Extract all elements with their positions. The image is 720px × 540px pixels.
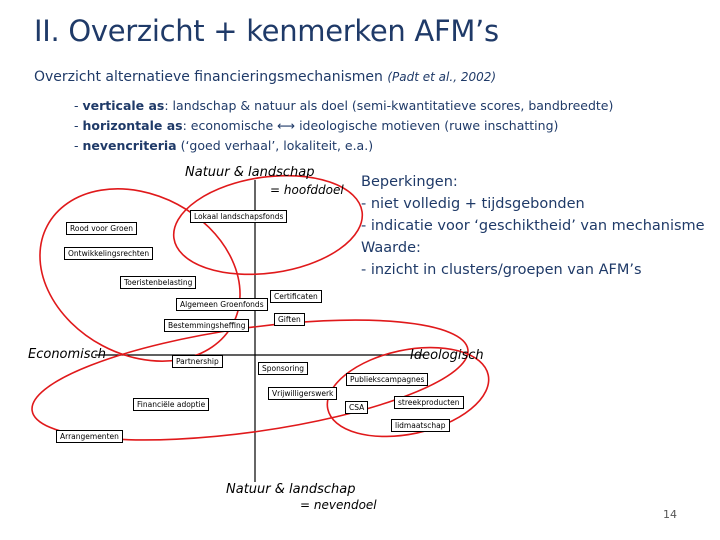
bullet-item: - horizontale as: economische ⟷ ideologi… xyxy=(74,116,613,136)
mechanism-box-toeristenbelasting: Toeristenbelasting xyxy=(120,276,197,289)
axis-bottom-label: Natuur & landschap xyxy=(226,482,356,497)
limitations-line: Waarde: xyxy=(361,240,421,256)
mechanism-box-rood-voor-groen: Rood voor Groen xyxy=(66,222,137,235)
mechanism-box-lidmaatschap: lidmaatschap xyxy=(391,419,450,432)
bullet-item: - verticale as: landschap & natuur als d… xyxy=(74,96,613,116)
citation: (Padt et al., 2002) xyxy=(387,70,497,84)
mechanism-box-algemeen-groenfonds: Algemeen Groenfonds xyxy=(176,298,268,311)
mechanism-box-ontwikkelingsrechten: Ontwikkelingsrechten xyxy=(64,247,154,260)
axis-left-label: Economisch xyxy=(28,347,106,362)
cluster-ellipse-top-right xyxy=(172,174,364,276)
mechanism-box-publiekscampagnes: Publiekscampagnes xyxy=(346,373,429,386)
mechanism-box-partnership: Partnership xyxy=(172,355,223,368)
mechanism-box-arrangementen: Arrangementen xyxy=(56,430,123,443)
axis-top-sublabel: = hoofddoel xyxy=(270,183,344,197)
bullet-text: : landschap & natuur als doel (semi-kwan… xyxy=(164,98,614,113)
mechanism-box-giften: Giften xyxy=(274,313,305,326)
limitations-block: Beperkingen: - niet volledig + tijdsgebo… xyxy=(361,171,705,281)
slide-title: II. Overzicht + kenmerken AFM’s xyxy=(34,14,499,48)
bullet-prefix: - xyxy=(74,98,83,113)
mechanism-box-lokaal-landschapsfonds: Lokaal landschapsfonds xyxy=(190,210,288,223)
bullet-item: - nevencriteria (‘goed verhaal’, lokalit… xyxy=(74,136,613,156)
mechanism-box-financiele-adoptie: Financiële adoptie xyxy=(133,398,210,411)
mechanism-box-certificaten: Certificaten xyxy=(270,290,322,303)
axis-top-label: Natuur & landschap xyxy=(185,165,315,180)
bullet-prefix: - xyxy=(74,118,83,133)
bullet-term: verticale as xyxy=(82,98,165,113)
mechanism-box-vrijwilligerswerk: Vrijwilligerswerk xyxy=(268,387,338,400)
bullet-text: : economische ⟷ ideologische motieven (r… xyxy=(182,118,559,133)
bullet-prefix: - xyxy=(74,138,83,153)
limitations-line: - inzicht in clusters/groepen van AFM’s xyxy=(361,262,642,278)
mechanism-box-streekproducten: streekproducten xyxy=(394,396,464,409)
mechanism-box-csa: CSA xyxy=(345,401,369,414)
mechanism-box-bestemmingsheffing: Bestemmingsheffing xyxy=(164,319,250,332)
page-number: 14 xyxy=(663,508,677,521)
bullet-text: (‘goed verhaal’, lokaliteit, e.a.) xyxy=(176,138,374,153)
bullet-term: nevencriteria xyxy=(82,138,177,153)
axis-bottom-sublabel: = nevendoel xyxy=(300,498,377,512)
slide-subtitle: Overzicht alternatieve financieringsmech… xyxy=(34,69,496,85)
bullet-term: horizontale as xyxy=(82,118,183,133)
cluster-ellipse-bottom-right xyxy=(326,346,490,438)
subtitle-text: Overzicht alternatieve financieringsmech… xyxy=(34,69,383,85)
axis-right-label: Ideologisch xyxy=(410,348,484,363)
limitations-line: Beperkingen: xyxy=(361,174,458,190)
mechanism-box-sponsoring: Sponsoring xyxy=(258,362,309,375)
limitations-line: - niet volledig + tijdsgebonden xyxy=(361,196,585,212)
bullet-list: - verticale as: landschap & natuur als d… xyxy=(74,96,613,156)
limitations-line: - indicatie voor ‘geschiktheid’ van mech… xyxy=(361,218,705,234)
